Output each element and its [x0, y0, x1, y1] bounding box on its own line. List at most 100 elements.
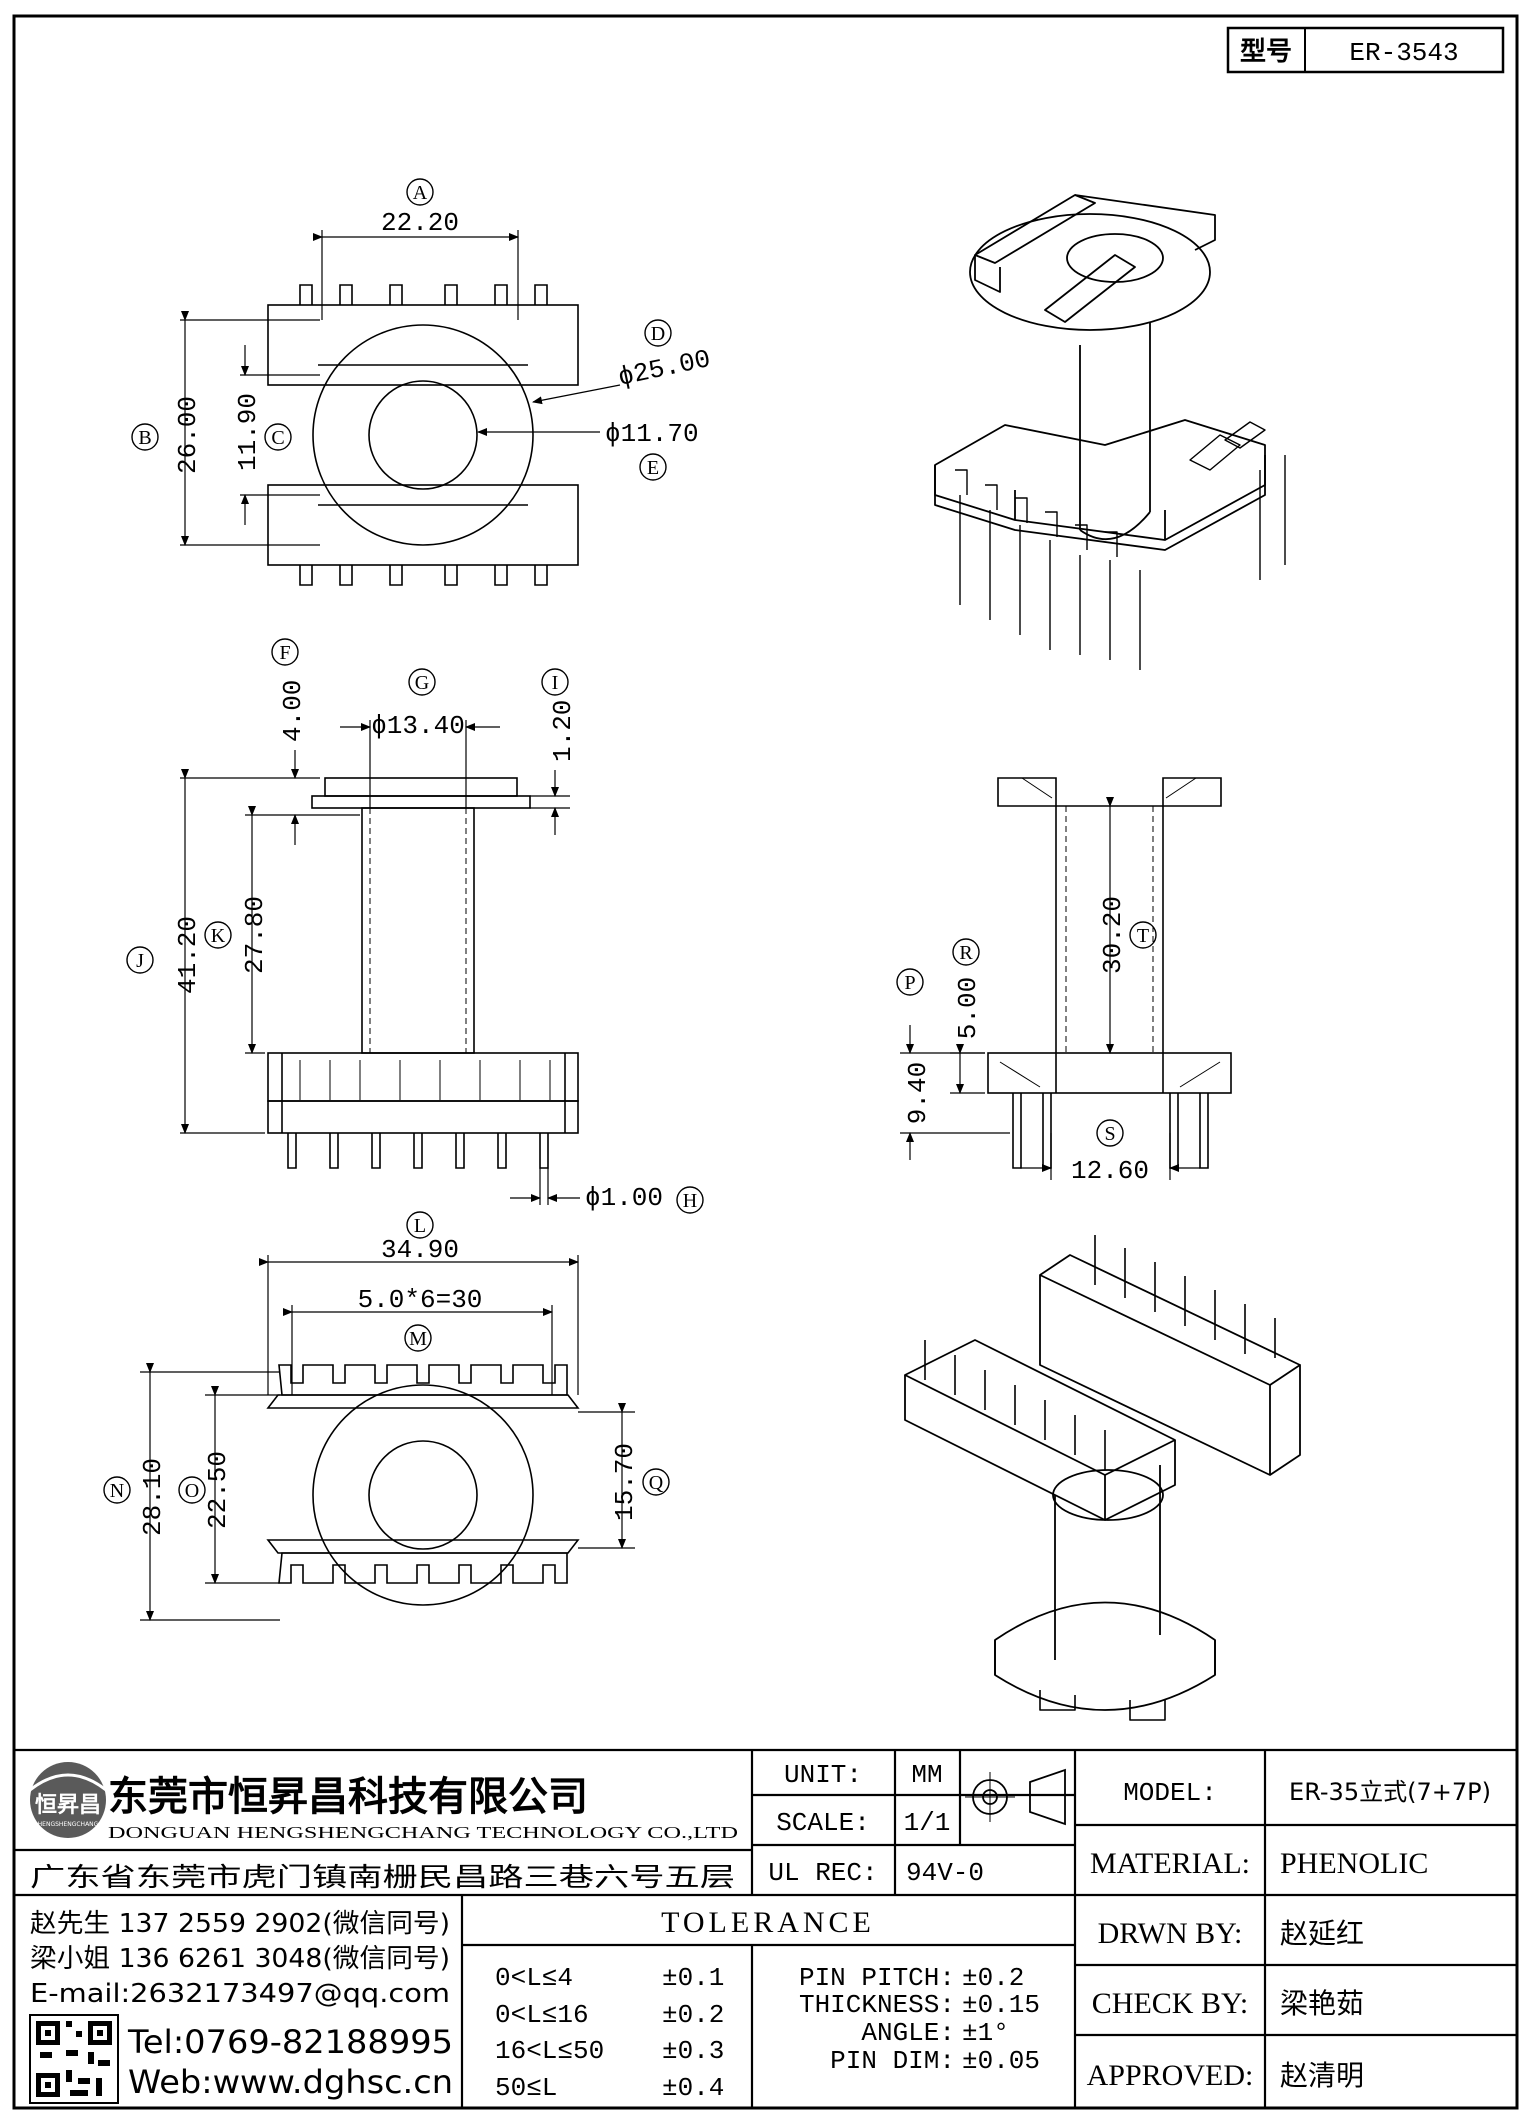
tol-value-1: ±0.1 — [662, 1963, 724, 1993]
tol-value-2: ±0.2 — [662, 2000, 724, 2030]
tol-extra-value-1: ±0.2 — [962, 1963, 1024, 1993]
tol-range-3: 16<L≤50 — [495, 2036, 604, 2066]
label-a: A — [406, 178, 434, 206]
iso-view-bottom — [904, 1235, 1301, 1721]
svg-text:F: F — [279, 642, 290, 664]
dim-n-text: 28.10 — [138, 1458, 168, 1536]
contact-email: E-mail:2632173497@qq.com — [30, 1979, 450, 2009]
model-value: ER-35立式(7+7P) — [1289, 1778, 1491, 1806]
dim-g-text: ϕ13.40 — [371, 711, 465, 741]
label-c: C — [264, 423, 292, 451]
svg-text:T: T — [1137, 925, 1149, 947]
company-name-cn: 东莞市恒昇昌科技有限公司 — [108, 1774, 588, 1820]
dim-l-text: 34.90 — [381, 1235, 459, 1265]
tol-extra-value-3: ±1° — [962, 2018, 1009, 2048]
tol-extra-label-1: PIN PITCH: — [799, 1963, 955, 1993]
dim-a-text: 22.20 — [381, 208, 459, 238]
svg-text:J: J — [136, 950, 144, 972]
label-f: F — [271, 638, 299, 666]
label-n: N — [103, 1476, 131, 1504]
label-i: I — [541, 668, 569, 696]
contact-tel: Tel:0769-82188995 — [127, 2023, 453, 2061]
tol-extra-label-2: THICKNESS: — [799, 1990, 955, 2020]
svg-text:L: L — [414, 1215, 426, 1237]
svg-text:Q: Q — [649, 1472, 664, 1494]
company-address: 广东省东莞市虎门镇南栅民昌路三巷六号五层 — [30, 1863, 735, 1893]
dim-f-text: 4.00 — [278, 680, 308, 742]
tol-range-1: 0<L≤4 — [495, 1963, 573, 1993]
label-s: S — [1096, 1119, 1124, 1147]
svg-text:G: G — [415, 672, 429, 694]
front-view — [180, 720, 580, 1205]
contact-line-1: 赵先生 137 2559 2902(微信同号) — [30, 1909, 450, 1939]
model-box: 型号 ER-3543 — [1226, 26, 1505, 74]
svg-text:H: H — [683, 1190, 697, 1212]
label-d: D — [644, 319, 672, 347]
svg-text:M: M — [409, 1328, 427, 1350]
svg-text:O: O — [185, 1480, 199, 1502]
dim-r-text: 5.00 — [953, 977, 983, 1039]
svg-text:K: K — [211, 925, 226, 947]
dim-h-text: ϕ1.00 — [585, 1183, 663, 1213]
side-view — [900, 777, 1232, 1180]
company-name-en: DONGUAN HENGSHENGCHANG TECHNOLOGY CO.,LT… — [108, 1823, 738, 1842]
dim-p-text: 9.40 — [903, 1062, 933, 1124]
logo-subtext: HENGSHENGCHANG — [38, 1821, 99, 1828]
tol-range-2: 0<L≤16 — [495, 2000, 589, 2030]
label-p: P — [896, 968, 924, 996]
unit-value: MM — [911, 1760, 942, 1790]
label-t: T — [1129, 921, 1157, 949]
top-view — [180, 230, 621, 586]
drwn-label: DRWN BY: — [1098, 1917, 1243, 1950]
tol-extra-label-3: ANGLE: — [861, 2018, 955, 2048]
drwn-value: 赵延红 — [1280, 1917, 1364, 1950]
label-l: L — [406, 1211, 434, 1239]
dim-e-text: ϕ11.70 — [605, 419, 699, 449]
dim-j-text: 41.20 — [173, 916, 203, 994]
material-value: PHENOLIC — [1280, 1847, 1428, 1880]
ulrec-value: 94V-0 — [906, 1858, 984, 1888]
svg-text:I: I — [552, 672, 559, 694]
iso-view-top — [934, 194, 1286, 670]
label-g: G — [408, 668, 436, 696]
label-q: Q — [642, 1468, 670, 1496]
dim-o-text: 22.50 — [203, 1451, 233, 1529]
dim-i-text: 1.20 — [548, 700, 578, 762]
logo-text: 恒昇昌 — [35, 1792, 101, 1818]
qr-code-icon — [29, 2014, 119, 2104]
contact-web: Web:www.dghsc.cn — [128, 2063, 453, 2101]
tolerance-table: 0<L≤4 ±0.1 0<L≤16 ±0.2 16<L≤50 ±0.3 50≤L… — [495, 1963, 1040, 2103]
tol-range-4: 50≤L — [495, 2073, 557, 2103]
check-value: 梁艳茹 — [1280, 1987, 1364, 2020]
scale-value: 1/1 — [904, 1808, 951, 1838]
svg-text:R: R — [959, 942, 973, 964]
bottom-view — [140, 1255, 635, 1621]
model-box-label: 型号 — [1240, 37, 1292, 67]
svg-text:E: E — [647, 457, 659, 479]
scale-label: SCALE: — [776, 1808, 870, 1838]
label-e: E — [639, 453, 667, 481]
check-label: CHECK BY: — [1092, 1987, 1248, 2020]
title-block-lines — [14, 1748, 1517, 2108]
sheet-border — [12, 14, 1519, 2110]
model-box-value: ER-3543 — [1349, 38, 1458, 68]
label-h: H — [676, 1186, 704, 1214]
contact-line-2: 梁小姐 136 6261 3048(微信同号) — [30, 1944, 450, 1974]
label-b: B — [131, 423, 159, 451]
dim-m-text: 5.0*6=30 — [358, 1285, 483, 1315]
dim-k-text: 27.80 — [240, 896, 270, 974]
svg-text:P: P — [904, 972, 915, 994]
company-logo: 恒昇昌 HENGSHENGCHANG — [29, 1762, 107, 1838]
svg-text:S: S — [1104, 1123, 1115, 1145]
approved-value: 赵清明 — [1280, 2059, 1364, 2092]
material-label: MATERIAL: — [1090, 1847, 1250, 1880]
projection-symbol-icon — [965, 1768, 1066, 1826]
dim-q-text: 15.70 — [610, 1443, 640, 1521]
tol-extra-value-4: ±0.05 — [962, 2046, 1040, 2076]
dim-b-text: 26.00 — [173, 396, 203, 474]
label-j: J — [126, 946, 154, 974]
dim-s-text: 12.60 — [1071, 1156, 1149, 1186]
label-r: R — [952, 938, 980, 966]
svg-text:A: A — [413, 182, 428, 204]
svg-text:D: D — [651, 323, 665, 345]
